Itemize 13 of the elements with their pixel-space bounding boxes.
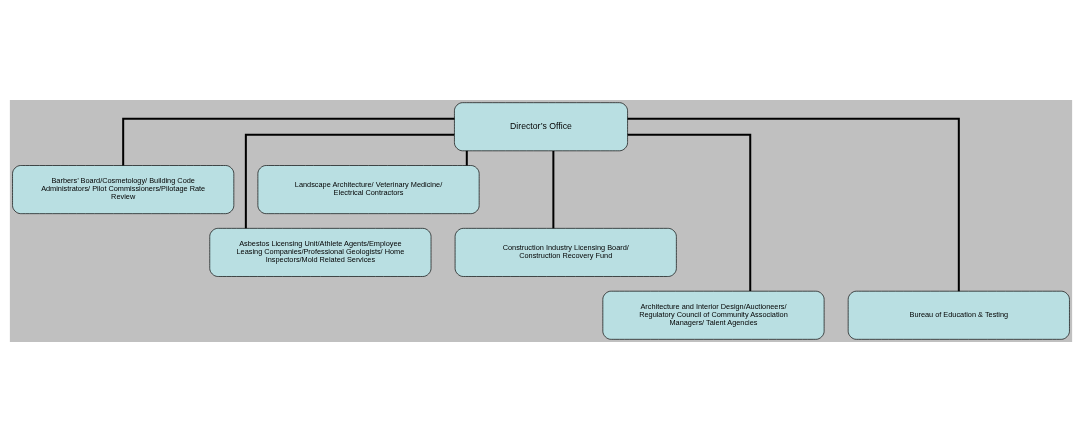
connector — [465, 150, 468, 166]
connector — [122, 117, 455, 166]
connector — [627, 133, 752, 292]
connector — [552, 150, 555, 229]
node-box: Bureau of Education & Testing — [847, 290, 1070, 340]
node-box: Asbestos Licensing Unit/Athlete Agents/Employee Leasing Companies/Professional Geologists/ Home Inspectors/Mold Related Services — [209, 228, 432, 277]
node-box: Construction Industry Licensing Board/ Construction Recovery Fund — [454, 228, 677, 277]
connector — [627, 117, 960, 292]
node-box: Landscape Architecture/ Veterinary Medicine/ Electrical Contractors — [257, 165, 480, 214]
node-box: Architecture and Interior Design/Auctioneers/ Regulatory Council of Community Association Managers/ Talent Agencies — [602, 290, 825, 340]
connector — [244, 133, 455, 229]
node-box: Barbers’ Board/Cosmetology/ Building Code Administrators/ Pilot Commissioners/Pilotage Rate Review — [12, 165, 235, 214]
node-box: Director’s Office — [454, 102, 628, 152]
